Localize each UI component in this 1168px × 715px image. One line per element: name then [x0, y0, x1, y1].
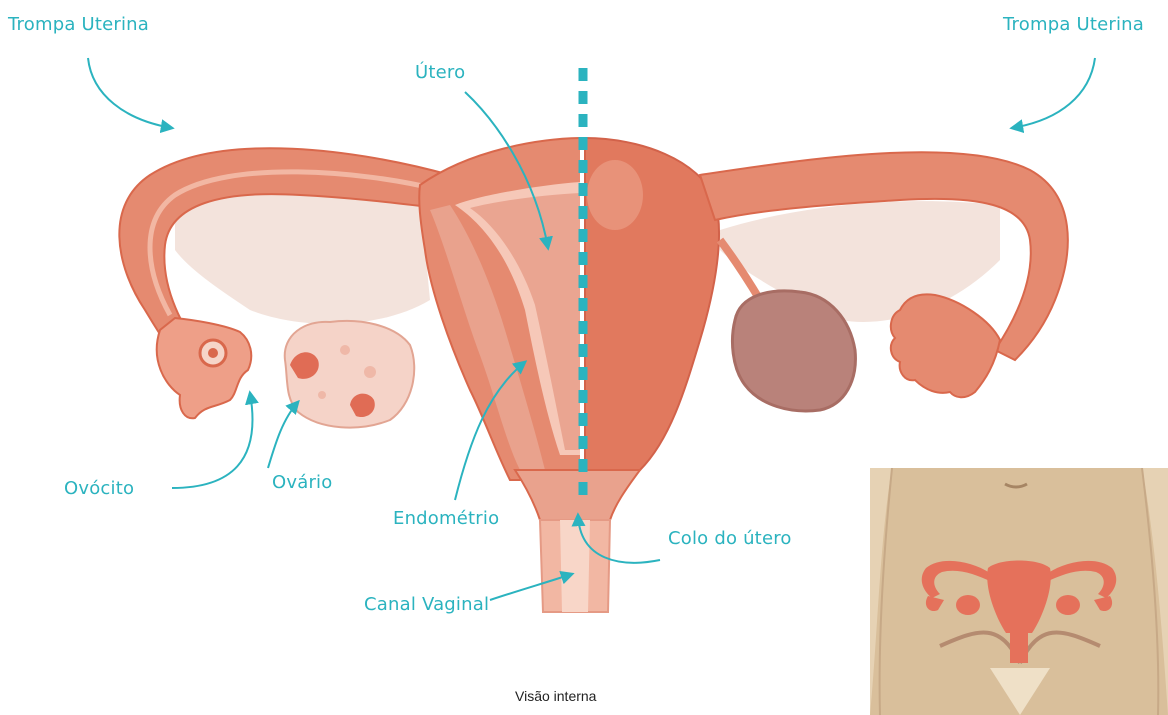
- label-tube-right: Trompa Uterina: [1003, 14, 1144, 35]
- fimbriae-right: [891, 294, 1000, 397]
- cervix: [515, 470, 640, 520]
- caption: Visão interna: [515, 688, 596, 704]
- inset-body-view: [870, 468, 1168, 715]
- fimbriae-left: [157, 318, 252, 418]
- label-cervix: Colo do útero: [668, 528, 792, 549]
- label-uterus: Útero: [415, 62, 465, 83]
- label-ovary: Ovário: [272, 472, 332, 493]
- ligament-left: [175, 190, 430, 324]
- label-vaginal-canal: Canal Vaginal: [364, 594, 489, 615]
- arrow-tube-right: [1012, 58, 1095, 128]
- arrow-tube-left: [88, 58, 172, 128]
- arrow-ovary: [268, 402, 298, 468]
- label-endometrium: Endométrio: [393, 508, 499, 529]
- label-oocyte: Ovócito: [64, 478, 134, 499]
- ovary-right: [732, 291, 855, 411]
- label-tube-left: Trompa Uterina: [8, 14, 149, 35]
